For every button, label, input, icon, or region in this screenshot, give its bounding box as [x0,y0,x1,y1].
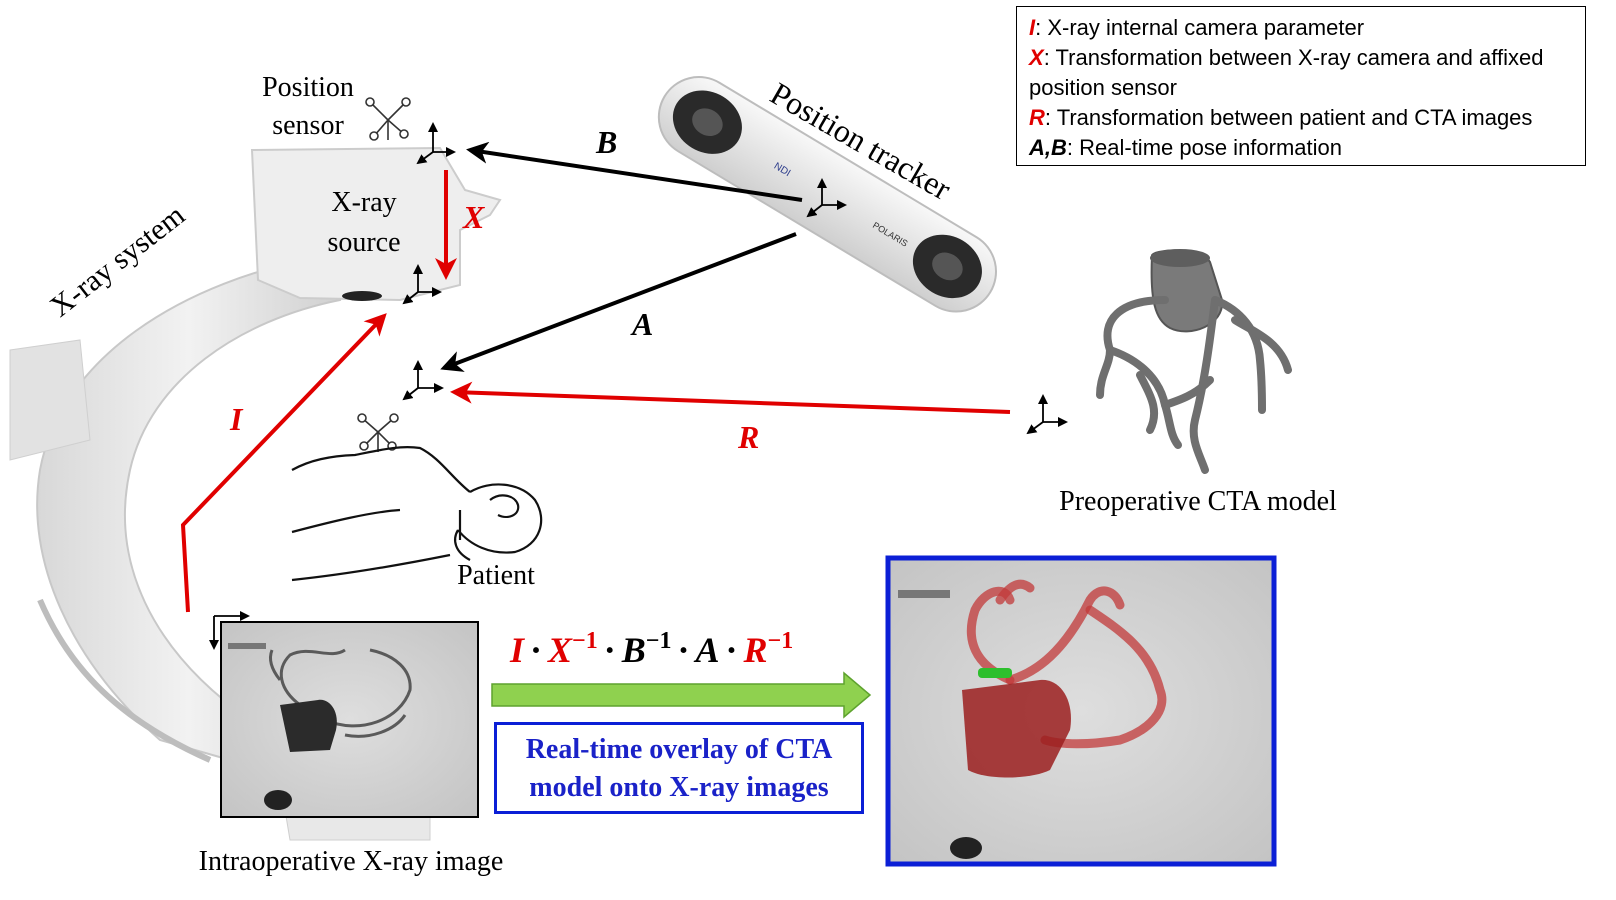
arrow-i [180,313,387,613]
formula-b: B [621,630,646,670]
overlay-xray-image [885,555,1277,867]
legend-key-ab: A,B [1029,135,1067,160]
arrow-a [440,232,797,372]
green-arrow [491,671,872,719]
frame-icon-source [402,264,442,305]
legend-item-ab: A,B: Real-time pose information [1029,133,1573,163]
cta-model [1096,249,1292,474]
position-sensor-label-2: sensor [272,110,344,141]
arrow-label-x: X [462,199,485,235]
legend-text-r: : Transformation between patient and CTA… [1044,105,1533,130]
arrow-label-i: I [229,401,244,437]
legend-item-i: I: X-ray internal camera parameter [1029,13,1573,43]
legend-key-i: I [1029,15,1036,40]
position-sensor-label-1: Position [262,72,354,103]
transform-formula: I·X−1·B−1·A·R−1 [510,628,793,672]
formula-r: R [743,630,768,670]
legend-text-x: : Transformation between X-ray camera an… [1029,45,1544,100]
formula-dot-4: · [725,630,738,670]
intraoperative-xray-label: Intraoperative X-ray image [199,846,504,877]
formula-dot-2: · [603,630,616,670]
arrow-label-r: R [737,419,759,455]
legend-item-r: R: Transformation between patient and CT… [1029,103,1573,133]
formula-b-inv: −1 [645,628,672,654]
legend-text-i: : X-ray internal camera parameter [1035,15,1365,40]
frame-icon-image [209,611,250,650]
frame-icon-tracker [806,178,847,218]
patient-label: Patient [457,560,535,591]
legend-key-r: R [1029,105,1045,130]
xray-source-label-1: X-ray [331,187,396,218]
intraoperative-xray-image [220,621,479,818]
legend-key-x: X [1029,45,1044,70]
marker-sensor-icon [365,97,411,141]
preoperative-cta-label: Preoperative CTA model [1059,486,1337,517]
formula-x-inv: −1 [572,628,598,654]
legend-box: I: X-ray internal camera parameter X: Tr… [1016,6,1586,166]
frame-icon-sensor [416,122,456,165]
legend-item-x: X: Transformation between X-ray camera a… [1029,43,1573,103]
arrow-label-a: A [630,306,653,342]
xray-system-label: X-ray system [44,199,191,324]
formula-i: I [510,630,525,670]
legend-text-ab: : Real-time pose information [1066,135,1343,160]
overlay-caption-line-1: Real-time overlay of CTA [525,734,833,765]
arrow-label-b: B [595,124,617,160]
arrow-b [466,141,803,202]
frame-icon-cta [1026,394,1068,435]
formula-dot-3: · [677,630,690,670]
frame-icon-patient [402,360,444,401]
formula-dot-1: · [530,630,543,670]
patient-outline [291,445,543,582]
overlay-caption-box: Real-time overlay of CTA model onto X-ra… [494,722,864,814]
formula-a: A [695,630,720,670]
formula-r-inv: −1 [767,628,794,654]
marker-patient-icon [357,413,399,452]
arrow-r [450,381,1011,414]
xray-source-label-2: source [327,227,400,258]
overlay-caption-line-2: model onto X-ray images [529,772,829,803]
position-tracker-device: NDI POLARIS [657,76,997,313]
formula-x: X [548,630,573,670]
